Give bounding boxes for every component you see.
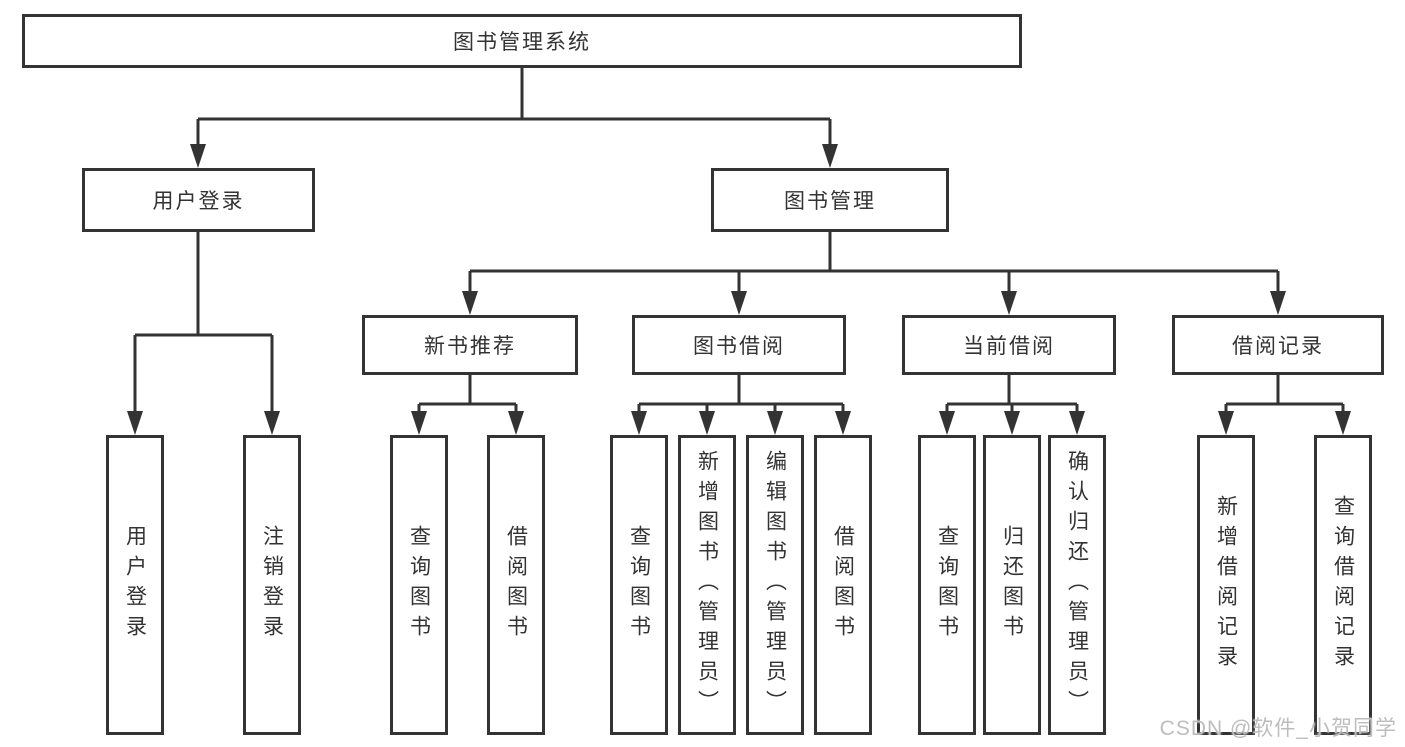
leaf-confirm-return-admin-label: 确认归还（管理员） xyxy=(1065,450,1089,720)
leaf-query-books-1: 查询图书 xyxy=(390,435,448,735)
node-book-management: 图书管理 xyxy=(711,168,949,232)
leaf-query-borrow-record-label: 查询借阅记录 xyxy=(1331,495,1355,675)
leaf-add-borrow-record: 新增借阅记录 xyxy=(1197,435,1255,735)
leaf-borrow-books-1-label: 借阅图书 xyxy=(504,525,528,645)
leaf-add-book-admin-label: 新增图书（管理员） xyxy=(695,450,719,720)
node-book-management-label: 图书管理 xyxy=(784,190,876,213)
leaf-user-login: 用户登录 xyxy=(106,435,164,735)
node-new-book-recommend: 新书推荐 xyxy=(362,315,578,375)
node-library-system-label: 图书管理系统 xyxy=(453,31,591,54)
node-borrowing-records: 借阅记录 xyxy=(1172,315,1384,375)
leaf-add-borrow-record-label: 新增借阅记录 xyxy=(1214,495,1238,675)
csdn-watermark: CSDN @软件_小贺同学 xyxy=(1159,717,1397,740)
leaf-edit-book-admin: 编辑图书（管理员） xyxy=(746,435,804,735)
leaf-return-books: 归还图书 xyxy=(983,435,1041,735)
leaf-query-books-2: 查询图书 xyxy=(610,435,668,735)
leaf-borrow-books-2: 借阅图书 xyxy=(814,435,872,735)
leaf-logout-label: 注销登录 xyxy=(260,525,284,645)
leaf-return-books-label: 归还图书 xyxy=(1000,525,1024,645)
leaf-query-books-1-label: 查询图书 xyxy=(407,525,431,645)
node-borrowing-records-label: 借阅记录 xyxy=(1232,335,1324,358)
leaf-user-login-label: 用户登录 xyxy=(123,525,147,645)
leaf-query-books-2-label: 查询图书 xyxy=(627,525,651,645)
node-book-borrowing-label: 图书借阅 xyxy=(693,335,785,358)
node-user-login-group-label: 用户登录 xyxy=(152,190,245,213)
node-current-borrowing-label: 当前借阅 xyxy=(963,335,1055,358)
leaf-edit-book-admin-label: 编辑图书（管理员） xyxy=(763,450,787,720)
leaf-add-book-admin: 新增图书（管理员） xyxy=(678,435,736,735)
leaf-borrow-books-1: 借阅图书 xyxy=(487,435,545,735)
leaf-query-borrow-record: 查询借阅记录 xyxy=(1314,435,1372,735)
node-new-book-recommend-label: 新书推荐 xyxy=(424,335,516,358)
leaf-logout: 注销登录 xyxy=(243,435,301,735)
leaf-query-books-3-label: 查询图书 xyxy=(935,525,959,645)
node-user-login-group: 用户登录 xyxy=(82,168,315,232)
leaf-confirm-return-admin: 确认归还（管理员） xyxy=(1048,435,1106,735)
leaf-query-books-3: 查询图书 xyxy=(918,435,976,735)
node-current-borrowing: 当前借阅 xyxy=(902,315,1116,375)
node-book-borrowing: 图书借阅 xyxy=(632,315,846,375)
leaf-borrow-books-2-label: 借阅图书 xyxy=(831,525,855,645)
node-library-system: 图书管理系统 xyxy=(22,14,1022,68)
